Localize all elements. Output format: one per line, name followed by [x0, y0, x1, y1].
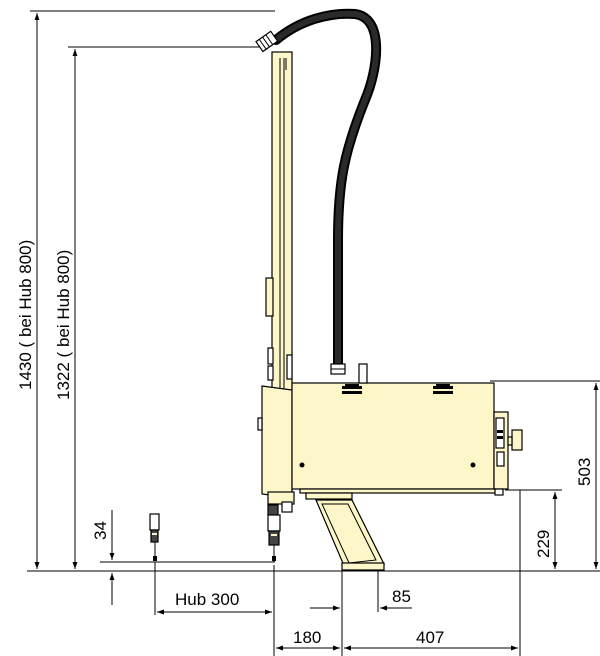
dimension-base-offset: 34: [91, 510, 275, 605]
base-offset-label: 34: [91, 521, 110, 540]
dimension-total-height: 1430 ( bei Hub 800): [16, 10, 275, 569]
probe-left: [149, 513, 160, 561]
dimension-unit-height: 503: [490, 380, 600, 569]
dimension-column-height: 1322 ( bei Hub 800): [54, 46, 268, 569]
dimension-stroke: Hub 300: [154, 562, 272, 615]
dimension-slide-offset: 85: [310, 571, 412, 612]
cable-hose: [255, 8, 382, 375]
dimension-unit-length: 407: [344, 490, 521, 656]
main-unit-body: [291, 363, 523, 496]
stroke-label: Hub 300: [175, 590, 239, 609]
side-housing: [257, 385, 293, 499]
unit-height-label: 503: [575, 458, 594, 486]
dimension-base-to-column: 180: [273, 565, 343, 656]
slide-offset-label: 85: [392, 587, 411, 606]
base-to-column-label: 180: [293, 628, 321, 647]
slide-probe-arm: [305, 492, 385, 571]
column-height-label: 1322 ( bei Hub 800): [54, 250, 73, 400]
dimension-slide-height: 229: [505, 489, 562, 569]
probe-head: [267, 491, 295, 562]
slide-height-label: 229: [534, 530, 553, 558]
vent-left: [342, 384, 362, 394]
total-height-label: 1430 ( bei Hub 800): [16, 240, 35, 390]
vent-right: [433, 384, 453, 394]
unit-length-label: 407: [416, 628, 444, 647]
